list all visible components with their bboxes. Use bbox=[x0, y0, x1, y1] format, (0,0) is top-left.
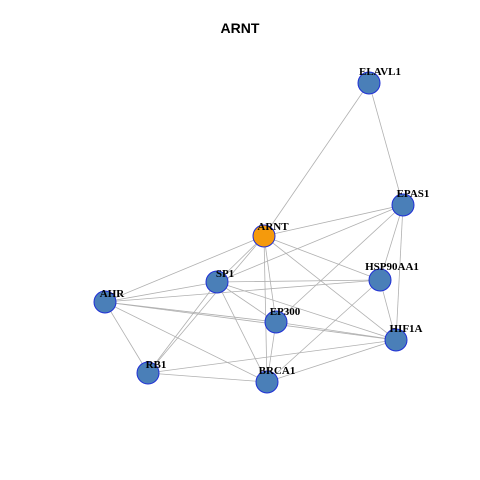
edge-epas1-sp1 bbox=[216, 204, 404, 283]
node-circle[interactable] bbox=[264, 310, 288, 334]
node-label: AHR bbox=[100, 288, 126, 300]
node-label: EP300 bbox=[270, 306, 301, 318]
edge-hif1a-brca1 bbox=[266, 339, 397, 383]
node-circle[interactable] bbox=[391, 193, 415, 217]
node-circle[interactable] bbox=[252, 224, 276, 248]
edge-sp1-ep300 bbox=[216, 281, 277, 323]
node-circle[interactable] bbox=[384, 328, 408, 352]
edge-rb1-brca1 bbox=[147, 372, 268, 383]
edge-layer bbox=[104, 82, 404, 383]
edge-hsp90aa1-ahr bbox=[104, 279, 381, 303]
edge-sp1-rb1 bbox=[147, 281, 218, 374]
node-label: HIF1A bbox=[390, 323, 423, 335]
node-epas1[interactable]: EPAS1 bbox=[391, 188, 430, 217]
node-circle[interactable] bbox=[93, 290, 117, 314]
node-circle[interactable] bbox=[357, 71, 381, 95]
node-rb1[interactable]: RB1 bbox=[136, 359, 167, 385]
node-circle[interactable] bbox=[255, 370, 279, 394]
edge-arnt-ahr bbox=[104, 235, 265, 303]
edge-sp1-brca1 bbox=[216, 281, 268, 383]
edge-hsp90aa1-brca1 bbox=[266, 279, 381, 383]
node-label: EPAS1 bbox=[397, 188, 430, 200]
graph-title: ARNT bbox=[220, 20, 260, 36]
edge-arnt-elavl1 bbox=[263, 82, 370, 237]
edge-arnt-brca1 bbox=[263, 235, 268, 383]
node-brca1[interactable]: BRCA1 bbox=[255, 365, 296, 394]
edge-hif1a-rb1 bbox=[147, 339, 397, 374]
node-label: SP1 bbox=[216, 268, 234, 280]
edge-arnt-epas1 bbox=[263, 204, 404, 237]
node-label: ELAVL1 bbox=[359, 66, 401, 78]
edge-sp1-ahr bbox=[104, 281, 218, 303]
node-label: ARNT bbox=[257, 221, 289, 233]
edge-ahr-brca1 bbox=[104, 301, 268, 383]
edge-epas1-ep300 bbox=[275, 204, 404, 323]
node-sp1[interactable]: SP1 bbox=[205, 268, 234, 294]
node-circle[interactable] bbox=[368, 268, 392, 292]
node-label: RB1 bbox=[146, 359, 167, 371]
edge-arnt-hsp90aa1 bbox=[263, 235, 381, 281]
edge-elavl1-epas1 bbox=[368, 82, 404, 206]
node-hsp90aa1[interactable]: HSP90AA1 bbox=[365, 261, 419, 292]
node-label: HSP90AA1 bbox=[365, 261, 419, 273]
node-hif1a[interactable]: HIF1A bbox=[384, 323, 423, 352]
edge-epas1-hif1a bbox=[395, 204, 404, 341]
edge-sp1-hif1a bbox=[216, 281, 397, 341]
edge-ep300-hif1a bbox=[275, 321, 397, 341]
node-circle[interactable] bbox=[205, 270, 229, 294]
edge-arnt-ep300 bbox=[263, 235, 277, 323]
node-elavl1[interactable]: ELAVL1 bbox=[357, 66, 401, 95]
node-arnt[interactable]: ARNT bbox=[252, 221, 289, 248]
node-circle[interactable] bbox=[136, 361, 160, 385]
edge-arnt-rb1 bbox=[147, 235, 265, 374]
edge-ahr-rb1 bbox=[104, 301, 149, 374]
edge-hsp90aa1-sp1 bbox=[216, 279, 381, 283]
node-label: BRCA1 bbox=[259, 365, 296, 377]
node-ahr[interactable]: AHR bbox=[93, 288, 126, 314]
edge-ahr-hif1a bbox=[104, 301, 397, 341]
node-ep300[interactable]: EP300 bbox=[264, 306, 301, 334]
edge-epas1-hsp90aa1 bbox=[379, 204, 404, 281]
